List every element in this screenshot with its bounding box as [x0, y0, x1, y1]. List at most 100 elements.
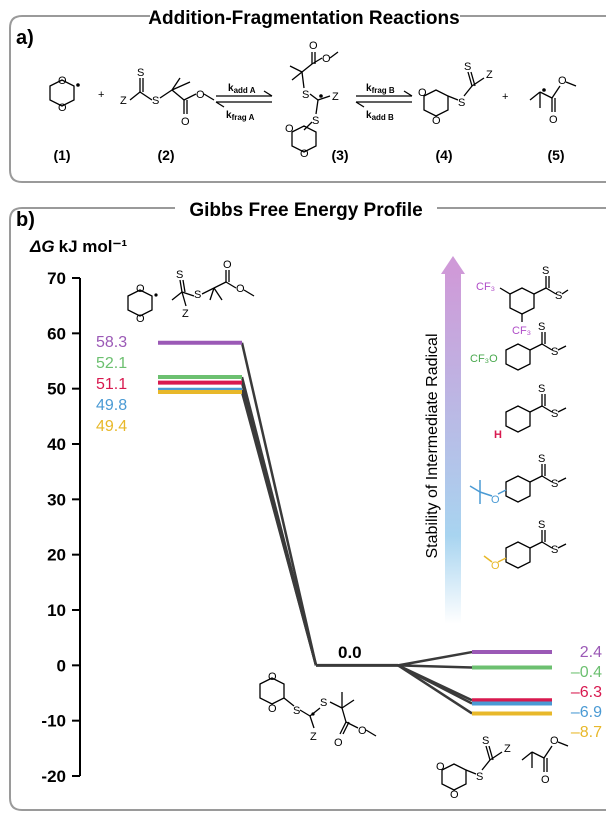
- connector-reactant-intermediate: [240, 342, 318, 666]
- product-value-blue: –6.9: [571, 704, 602, 721]
- stability-label: Stability of Intermediate Radical: [424, 334, 441, 559]
- reactant-value-green: 52.1: [96, 355, 127, 372]
- compound-1-o-bottom: O: [58, 102, 67, 114]
- rate-kadd-b: kadd B: [366, 110, 394, 122]
- product-s-thio: S: [476, 771, 483, 783]
- tbuo-o: O: [491, 494, 500, 506]
- intermediate-o-ring-bottom: O: [268, 703, 277, 715]
- reactant-z: Z: [182, 308, 189, 320]
- substituent-cf3o: CF₃O: [470, 353, 498, 365]
- reactant-o-top: O: [136, 283, 145, 295]
- product-o-ring-bottom: O: [450, 789, 459, 801]
- compound-3-o-carbonyl: O: [309, 40, 318, 52]
- y-tick-label: -10: [41, 712, 66, 731]
- substituent-cf3-top: CF₃: [476, 281, 495, 293]
- plus-2: +: [502, 91, 508, 103]
- reactant-o-bottom: O: [136, 313, 145, 325]
- z2-s-thione: S: [538, 321, 545, 333]
- intermediate-z: Z: [310, 731, 317, 743]
- compound-5-o-ester: O: [558, 75, 567, 87]
- rate-kadd-a: kadd A: [228, 83, 256, 95]
- product-value-purple: 2.4: [580, 644, 602, 661]
- z4-s-thio: S: [551, 478, 558, 490]
- compound-4-label: (4): [435, 147, 452, 163]
- intermediate-o-ester: O: [358, 725, 367, 737]
- compound-4-o-ring-bottom: O: [432, 115, 441, 127]
- y-tick-label: 40: [47, 435, 66, 454]
- intermediate-s-left: S: [293, 705, 300, 717]
- connector-intermediate-product: [397, 650, 473, 667]
- y-tick-label: 10: [47, 601, 66, 620]
- connector-intermediate-product: [397, 664, 473, 669]
- compound-3-structure: [289, 51, 339, 153]
- intermediate-energy-label: 0.0: [338, 643, 362, 662]
- compound-1-label: (1): [53, 147, 70, 163]
- compound-5-label: (5): [547, 147, 564, 163]
- reactant-o-carbonyl: O: [223, 259, 232, 271]
- energy-profile: [158, 340, 552, 716]
- compound-5-o-carbonyl: O: [549, 114, 558, 126]
- panel-a: Addition-Fragmentation Reactions a) O O …: [9, 6, 606, 183]
- y-tick-label: 20: [47, 546, 66, 565]
- meo-substituent: [483, 555, 507, 563]
- reactant-energy-labels: 58.352.151.149.849.4: [96, 334, 127, 435]
- panel-a-title: Addition-Fragmentation Reactions: [148, 8, 459, 29]
- compound-3-label: (3): [331, 147, 348, 163]
- compound-2-structure: [129, 77, 215, 114]
- y-tick-label: 60: [47, 324, 66, 343]
- reactant-s-thione: S: [176, 269, 183, 281]
- rate-kfrag-b: kfrag B: [366, 83, 395, 95]
- intermediate-o-ring-top: O: [268, 671, 277, 683]
- compound-3-o-ring-top: O: [285, 123, 294, 135]
- intermediate-s-right: S: [320, 697, 327, 709]
- stability-arrow: [441, 256, 465, 624]
- panel-b-frame: [9, 207, 606, 811]
- product-value-yellow: –8.7: [571, 724, 602, 741]
- y-tick-label: -20: [41, 767, 66, 786]
- substituent-h: H: [494, 429, 502, 441]
- reactant-structure: [127, 270, 255, 317]
- z5-s-thio: S: [551, 544, 558, 556]
- intermediate-structure: [259, 677, 377, 737]
- compound-3-z: Z: [332, 91, 339, 103]
- connector-intermediate-product: [397, 664, 473, 705]
- compound-5-structure: [529, 81, 577, 112]
- product-energy-labels: 2.4–0.4–6.3–6.9–8.7: [571, 644, 602, 741]
- equilibrium-arrows-b: [355, 90, 413, 108]
- reactant-o-ester: O: [236, 283, 245, 295]
- reactant-value-purple: 58.3: [96, 334, 127, 351]
- y-tick-label: 70: [47, 269, 66, 288]
- compound-2-s-thio: S: [152, 95, 159, 107]
- reactant-value-blue: 49.8: [96, 397, 127, 414]
- product-o-ring-top: O: [436, 761, 445, 773]
- compound-4-structure: [423, 71, 485, 117]
- compound-5-radical-dot: [542, 88, 546, 92]
- panel-b-label: b): [16, 209, 35, 231]
- rate-kfrag-a: kfrag A: [226, 110, 255, 122]
- compound-2-z: Z: [120, 95, 127, 107]
- z3-s-thio: S: [551, 408, 558, 420]
- z5-s-thione: S: [538, 519, 545, 531]
- compound-2-o-ester: O: [196, 89, 205, 101]
- intermediate-o-carbonyl: O: [334, 737, 343, 749]
- reactant-value-red: 51.1: [96, 376, 127, 393]
- products-structure: [441, 741, 569, 791]
- connector-intermediate-product: [397, 664, 473, 715]
- compound-2-s-thione: S: [137, 67, 144, 79]
- compound-4-s-thione: S: [464, 61, 471, 73]
- plus-1: +: [98, 89, 104, 101]
- product-z: Z: [504, 743, 511, 755]
- z1-s-thione: S: [542, 265, 549, 277]
- compound-3-radical-dot: [319, 94, 323, 98]
- connector-reactant-intermediate: [240, 391, 318, 666]
- compound-2-o-carbonyl: O: [181, 116, 190, 128]
- compound-4-s-thio: S: [458, 97, 465, 109]
- y-tick-label: 50: [47, 380, 66, 399]
- z3-s-thione: S: [538, 383, 545, 395]
- compound-3-o-ring-bottom: O: [300, 148, 309, 160]
- product-value-red: –6.3: [571, 684, 602, 701]
